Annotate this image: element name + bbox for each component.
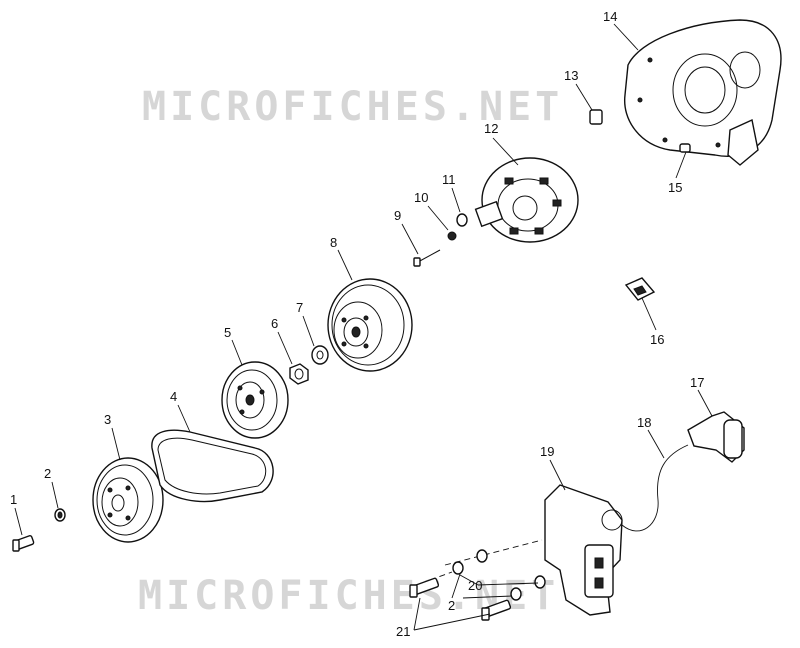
callout-9: 9 — [394, 208, 401, 223]
part-5-pulley — [221, 361, 289, 439]
part-3-pulley-half — [92, 457, 164, 543]
callout-4: 4 — [170, 389, 177, 404]
callout-19: 19 — [540, 444, 554, 459]
part-19-coil — [544, 484, 623, 616]
part-1-bolt — [12, 535, 35, 552]
callout-8: 8 — [330, 235, 337, 250]
callout-6: 6 — [271, 316, 278, 331]
part-21-bolts — [409, 577, 512, 621]
callout-12: 12 — [484, 121, 498, 136]
part-13-bolt — [589, 109, 603, 125]
part-6-nut — [289, 363, 309, 385]
callout-1: 1 — [10, 492, 17, 507]
callout-2: 2 — [44, 466, 51, 481]
callout-5: 5 — [224, 325, 231, 340]
part-8-flywheel — [327, 278, 413, 372]
callout-13: 13 — [564, 68, 578, 83]
callout-16: 16 — [650, 332, 664, 347]
watermark-top: MICROFICHES.NET — [142, 84, 563, 130]
part-15-dowel — [679, 143, 691, 153]
callout-17: 17 — [690, 375, 704, 390]
part-14-cover — [624, 19, 782, 166]
part-7-washer — [311, 345, 329, 365]
alignment-line-upper — [444, 539, 543, 566]
leader-lines — [14, 23, 713, 631]
part-16-clip — [624, 277, 656, 301]
callout-3: 3 — [104, 412, 111, 427]
part-18-lead — [621, 444, 689, 532]
part-11-washer — [456, 213, 468, 227]
part-9-bolt — [413, 249, 441, 267]
part-10-lockwasher — [447, 231, 457, 241]
callout-10: 10 — [414, 190, 428, 205]
part-12-stator — [474, 157, 579, 243]
callout-labels: 1 2 3 4 5 6 7 8 9 10 11 12 13 14 15 16 1… — [10, 9, 704, 639]
part-4-belt — [151, 429, 274, 503]
callout-15: 15 — [668, 180, 682, 195]
callout-2-lower: 2 — [448, 598, 455, 613]
callout-21: 21 — [396, 624, 410, 639]
part-17-plug-cap — [687, 411, 745, 463]
part-2-lower-washers — [510, 587, 522, 601]
part-2-washer — [54, 508, 66, 522]
callout-7: 7 — [296, 300, 303, 315]
part-20-washers — [452, 549, 546, 589]
callout-11: 11 — [442, 172, 456, 187]
callout-14: 14 — [603, 9, 617, 24]
callout-18: 18 — [637, 415, 651, 430]
callout-20: 20 — [468, 578, 482, 593]
